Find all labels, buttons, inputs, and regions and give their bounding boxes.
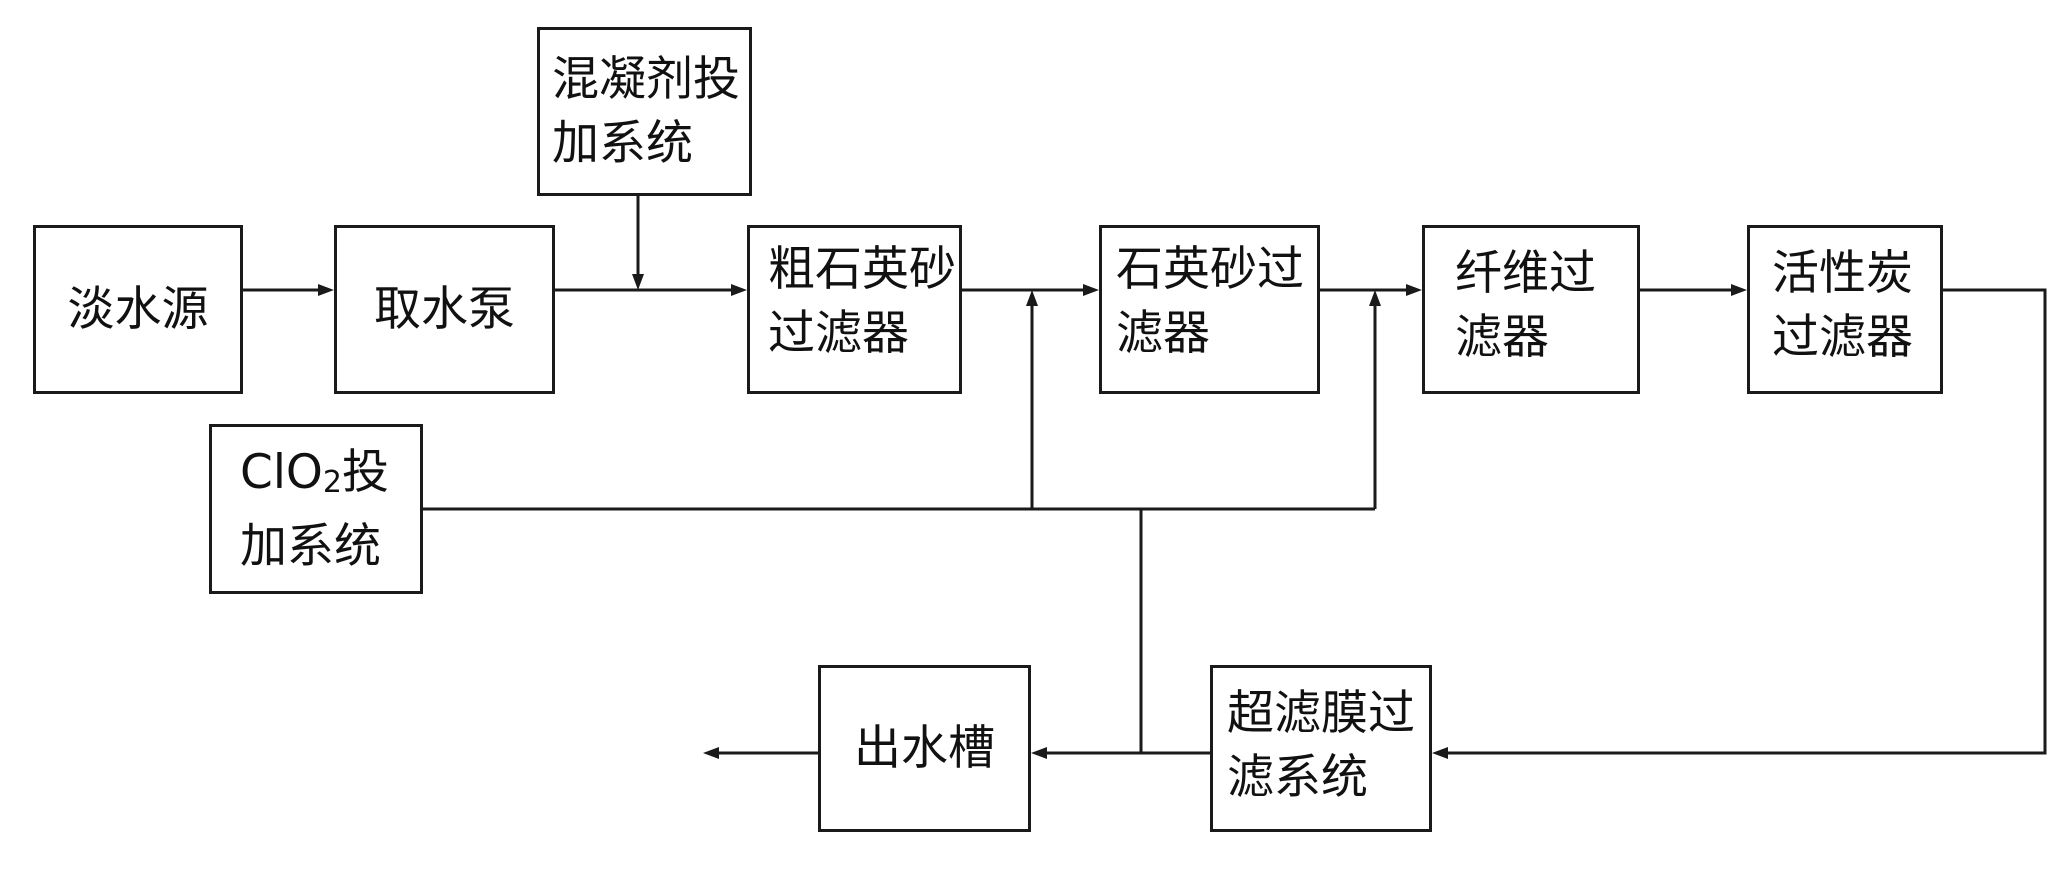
- arrowhead-discharge: [703, 747, 719, 759]
- freshwater-source-box: 淡水源: [33, 225, 243, 394]
- clo2-subscript: 2: [322, 465, 342, 500]
- coarse-quartz-filter-box: 粗石英砂 过滤器: [747, 225, 962, 394]
- arrowhead-to-carbon-filter: [1731, 284, 1747, 296]
- fiber-filter-line1: 纤维过: [1455, 246, 1596, 301]
- arrowhead-to-coarse-filter: [731, 284, 747, 296]
- outlet-tank-box: 出水槽: [818, 665, 1031, 832]
- arrowhead-to-outlet-tank: [1031, 747, 1047, 759]
- clo2-prefix: ClO: [240, 445, 323, 500]
- activated-carbon-filter-line2: 过滤器: [1772, 310, 1913, 365]
- arrowhead-to-quartz-filter: [1083, 284, 1099, 296]
- quartz-sand-filter-line2: 滤器: [1116, 306, 1210, 361]
- outlet-tank-label: 出水槽: [854, 720, 995, 776]
- quartz-sand-filter-line1: 石英砂过: [1116, 242, 1304, 297]
- activated-carbon-filter-line1: 活性炭: [1772, 246, 1913, 301]
- freshwater-source-label: 淡水源: [67, 281, 209, 337]
- coarse-quartz-filter-line1: 粗石英砂: [768, 242, 956, 297]
- clo2-dosing-line1: ClO2投: [240, 441, 420, 515]
- clo2-suffix: 投: [341, 445, 389, 500]
- clo2-dosing-line2: 加系统: [240, 519, 381, 574]
- coagulant-dosing-box: 混凝剂投 加系统: [537, 27, 752, 196]
- connector-carbon-to-ultrafiltration: [1444, 288, 2047, 755]
- intake-pump-box: 取水泵: [334, 225, 555, 394]
- arrowhead-to-ultrafiltration: [1432, 747, 1448, 759]
- arrowhead-clo2-a: [1026, 290, 1038, 306]
- intake-pump-label: 取水泵: [374, 281, 515, 337]
- fiber-filter-line2: 滤器: [1455, 310, 1549, 365]
- coagulant-dosing-line2: 加系统: [552, 116, 693, 171]
- fiber-filter-box: 纤维过 滤器: [1422, 225, 1640, 394]
- quartz-sand-filter-box: 石英砂过 滤器: [1099, 225, 1320, 394]
- arrowhead-to-pump: [318, 284, 334, 296]
- ultrafiltration-line2: 滤系统: [1227, 750, 1368, 805]
- activated-carbon-filter-box: 活性炭 过滤器: [1747, 225, 1943, 394]
- coagulant-dosing-line1: 混凝剂投: [552, 52, 740, 107]
- coarse-quartz-filter-line2: 过滤器: [768, 306, 909, 361]
- ultrafiltration-system-box: 超滤膜过 滤系统: [1210, 665, 1432, 832]
- arrowhead-to-fiber-filter: [1406, 284, 1422, 296]
- arrowhead-coagulant-feed: [632, 274, 644, 290]
- clo2-dosing-box: ClO2投 加系统: [209, 424, 423, 594]
- ultrafiltration-line1: 超滤膜过: [1227, 686, 1415, 741]
- arrowhead-clo2-b: [1369, 290, 1381, 306]
